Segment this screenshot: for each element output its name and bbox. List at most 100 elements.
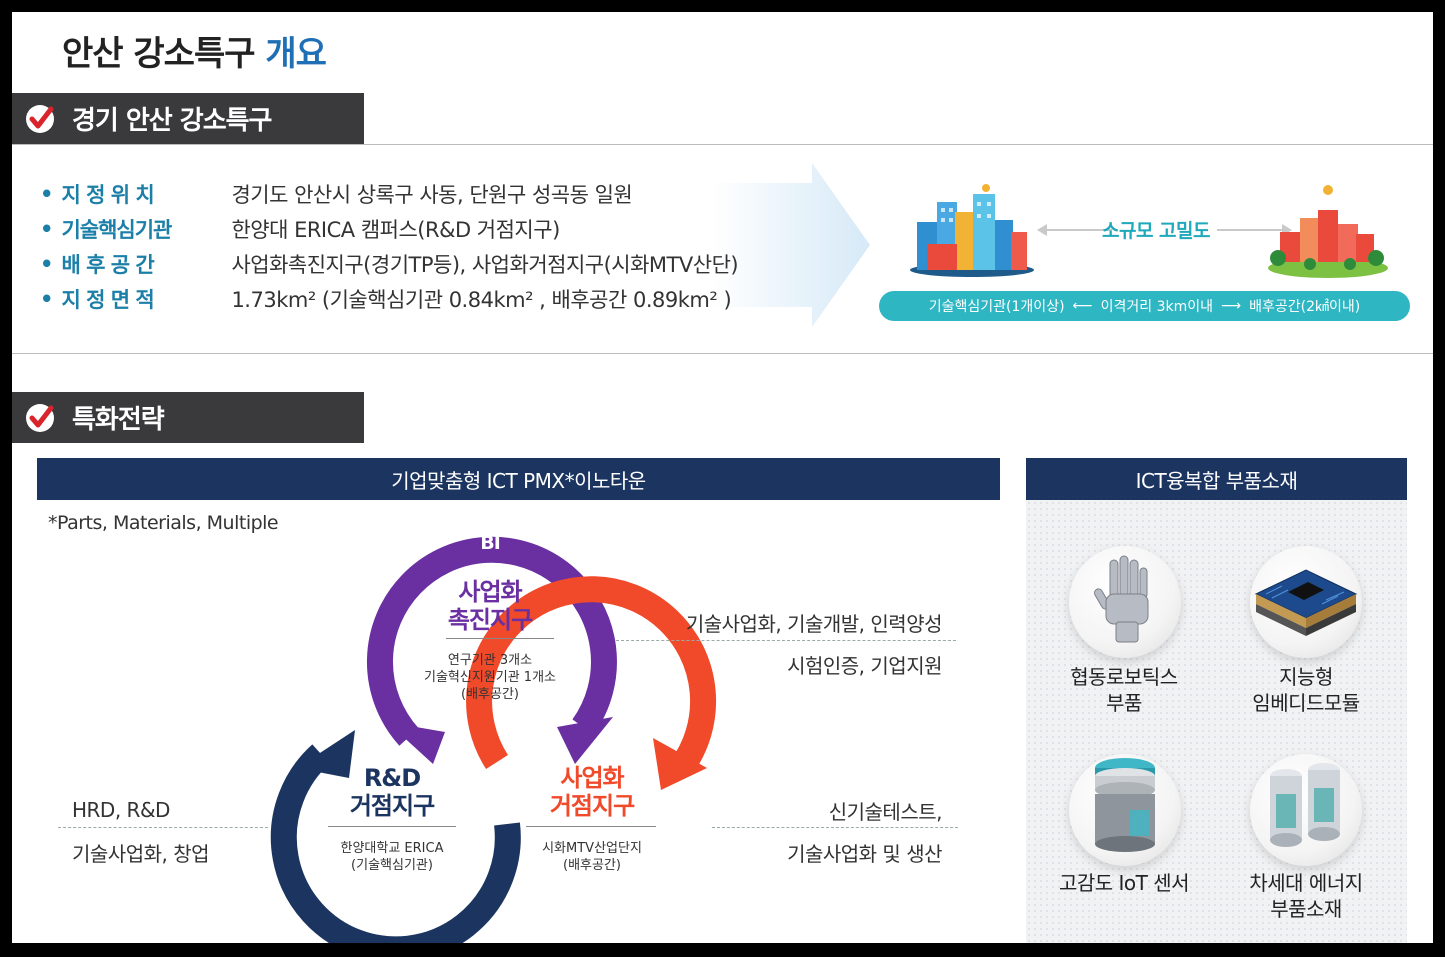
rnd-desc-line1: 한양대학교 ERICA: [340, 841, 444, 856]
section-header-overview: 경기 안산 강소특구: [12, 93, 364, 144]
postbi-title-line2: 거점지구: [549, 792, 635, 820]
section-header-strategy: 특화전략: [12, 392, 364, 443]
bi-title-line2: 촉진지구: [447, 606, 533, 634]
divider: [526, 826, 656, 827]
dotted-divider: [712, 827, 958, 828]
rnd-title-line1: R&D: [363, 764, 421, 792]
bullet-icon: •: [40, 252, 54, 276]
info-value: 경기도 안산시 상록구 사동, 단원구 성곡동 일원: [231, 183, 633, 207]
bullet-icon: •: [40, 287, 54, 311]
strategy-bar: 기업맞춤형 ICT PMX*이노타운: [37, 458, 1000, 500]
rnd-title-line2: 거점지구: [349, 792, 435, 820]
info-row-core-institution: • 기술핵심기관 한양대 ERICA 캠퍼스(R&D 거점지구): [40, 212, 560, 246]
components-panel: [1026, 458, 1407, 943]
bi-ring-arrowhead-left: [387, 722, 445, 764]
info-label: 배 후 공 간: [61, 253, 154, 277]
component-label: 차세대 에너지 부품소재: [1226, 870, 1386, 922]
bi-desc-line1: 연구기관 3개소: [447, 653, 533, 668]
page-title: 안산 강소특구 개요: [62, 26, 327, 75]
postbi-badge: Post BI: [555, 899, 626, 921]
postbi-ring: [466, 576, 717, 776]
postbi-desc-line2: (배후공간): [563, 858, 621, 873]
section-title: 경기 안산 강소특구: [72, 106, 272, 136]
component-label: 지능형 임베디드모듈: [1226, 664, 1386, 716]
cycle-diagram: [270, 536, 717, 943]
bi-title-line1: 사업화: [458, 578, 522, 606]
arrow-left-icon: [1037, 224, 1112, 236]
info-row-back-space: • 배 후 공 간 사업화촉진지구(경기TP등), 사업화거점지구(시화MTV산…: [40, 247, 739, 281]
info-row-location: • 지 정 위 치 경기도 안산시 상록구 사동, 단원구 성곡동 일원: [40, 177, 633, 211]
rnd-circle-desc: 한양대학교 ERICA (기술핵심기관): [312, 840, 472, 874]
divider: [328, 826, 456, 827]
city-illustration-right-icon: [1268, 185, 1388, 278]
page-title-accent: 개요: [265, 34, 327, 74]
component-label-line1: 협동로보틱스: [1070, 665, 1178, 689]
footnote: *Parts, Materials, Multiple: [48, 512, 279, 534]
bi-function-line1: 기술사업화, 기술개발, 인력양성: [685, 612, 943, 636]
bi-badge: BI: [480, 532, 501, 554]
postbi-function-line2: 기술사업화 및 생산: [787, 842, 942, 866]
rnd-circle-title: R&D 거점지구: [332, 764, 452, 820]
section-title: 특화전략: [72, 405, 165, 435]
rnd-ring: [270, 744, 521, 943]
bar-right-label: 배후공간(2㎢이내): [1249, 299, 1361, 315]
components-bar: ICT융복합 부품소재: [1026, 458, 1407, 500]
info-value: 한양대 ERICA 캠퍼스(R&D 거점지구): [231, 218, 560, 242]
bi-desc-line3: (배후공간): [461, 687, 519, 702]
dotted-divider: [616, 640, 956, 641]
info-box: • 지 정 위 치 경기도 안산시 상록구 사동, 단원구 성곡동 일원 • 기…: [12, 144, 1433, 354]
compact-density-label: 소규모 고밀도: [1102, 220, 1211, 242]
component-label-line1: 차세대 에너지: [1249, 871, 1363, 895]
rnd-function-line2: 기술사업화, 창업: [72, 842, 210, 866]
component-label-line2: 임베디드모듈: [1252, 691, 1360, 715]
info-label: 지 정 위 치: [61, 183, 154, 207]
component-label-line2: 부품: [1106, 691, 1142, 715]
energy-cell-icon: [1270, 763, 1340, 847]
component-label: 고감도 IoT 센서: [1044, 870, 1204, 896]
info-label: 기술핵심기관: [61, 218, 172, 242]
dotted-divider: [58, 827, 268, 828]
arrow-right-icon: ⟶: [1221, 298, 1242, 314]
info-label: 지 정 면 적: [61, 288, 154, 312]
bi-ring-arrowhead: [557, 717, 613, 764]
bar-left-label: 기술핵심기관(1개이상): [928, 299, 1065, 315]
bi-circle-desc: 연구기관 3개소 기술혁신지원기관 1개소 (배후공간): [410, 652, 570, 703]
postbi-ring-arrowhead: [653, 738, 707, 790]
info-row-area: • 지 정 면 적 1.73km² (기술핵심기관 0.84km² , 배후공간…: [40, 282, 732, 316]
page-frame: 안산 강소특구 개요 경기 안산 강소특구 • 지 정 위 치 경기도 안산시 …: [12, 12, 1433, 943]
info-value: 사업화촉진지구(경기TP등), 사업화거점지구(시화MTV산단): [231, 253, 739, 277]
component-label-line1: 고감도 IoT 센서: [1058, 871, 1190, 895]
robot-hand-icon: [1094, 555, 1149, 643]
bi-ring: [367, 536, 617, 746]
check-icon: [26, 404, 54, 432]
postbi-circle-title: 사업화 거점지구: [532, 764, 652, 820]
bi-desc-line2: 기술혁신지원기관 1개소: [423, 670, 556, 685]
arrow-right-icon: [712, 163, 870, 327]
distance-bar: 기술핵심기관(1개이상) ⟵ 이격거리 3km이내 ⟶ 배후공간(2㎢이내): [879, 291, 1410, 321]
postbi-circle-desc: 시화MTV산업단지 (배후공간): [512, 840, 672, 874]
rnd-function-line1: HRD, R&D: [72, 798, 170, 822]
check-icon: [26, 105, 54, 133]
chip-icon: [1254, 569, 1358, 636]
info-value: 1.73km² (기술핵심기관 0.84km² , 배후공간 0.89km² ): [231, 288, 732, 312]
postbi-title-line1: 사업화: [560, 764, 624, 792]
page-title-main: 안산 강소특구: [62, 34, 256, 74]
component-label-line1: 지능형: [1279, 665, 1333, 689]
rnd-desc-line2: (기술핵심기관): [351, 858, 433, 873]
iot-sensor-icon: [1095, 758, 1155, 852]
postbi-function-line1: 신기술테스트,: [828, 800, 943, 824]
bi-circle-title: 사업화 촉진지구: [430, 578, 550, 634]
city-illustration-left-icon: [910, 184, 1034, 277]
arrow-left-icon: ⟵: [1072, 298, 1093, 314]
component-label-line2: 부품소재: [1270, 897, 1342, 921]
component-label: 협동로보틱스 부품: [1044, 664, 1204, 716]
rnd-badge: R&D: [371, 899, 416, 921]
postbi-desc-line1: 시화MTV산업단지: [542, 841, 642, 856]
bullet-icon: •: [40, 182, 54, 206]
divider: [446, 638, 554, 639]
rnd-ring-arrowhead: [297, 730, 355, 778]
bi-function-line2: 시험인증, 기업지원: [787, 654, 942, 678]
energy-disc: [1250, 754, 1362, 866]
bar-mid-label: 이격거리 3km이내: [1100, 299, 1214, 315]
bullet-icon: •: [40, 217, 54, 241]
